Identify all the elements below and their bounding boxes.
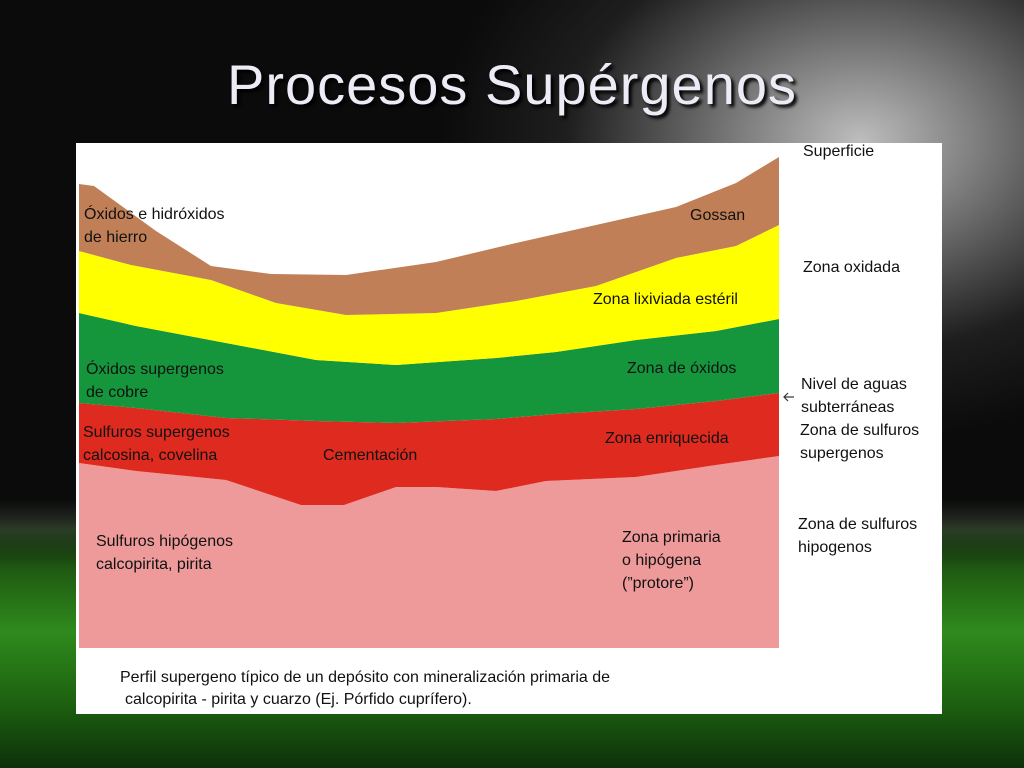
label-supergene-sulfide-zone-line2: supergenos bbox=[800, 445, 884, 462]
label-cementation: Cementación bbox=[323, 447, 418, 464]
label-primary-zone-line3: (”protore”) bbox=[622, 575, 695, 592]
label-oxidized-zone: Zona oxidada bbox=[803, 259, 900, 276]
label-primary-zone-line2: o hipógena bbox=[622, 552, 702, 569]
layer-oxides-zone bbox=[79, 313, 779, 423]
layer-gossan bbox=[79, 157, 779, 315]
supergene-profile-diagram bbox=[79, 157, 794, 648]
diagram-caption: Perfil supergeno típico de un depósito c… bbox=[120, 667, 610, 711]
label-enriched-zone: Zona enriquecida bbox=[605, 430, 729, 447]
label-supergene-sulfide-zone-line1: Zona de sulfuros bbox=[800, 422, 920, 439]
label-hypogene-sulfides: Sulfuros hipógenos calcopirita, pirita bbox=[96, 530, 233, 576]
slide-title: Procesos Supérgenos bbox=[226, 53, 797, 116]
label-hypogene-sulfide-zone: Zona de sulfuros hipogenos bbox=[798, 513, 917, 559]
label-supergene-sulfides: Sulfuros supergenos calcosina, covelina bbox=[83, 421, 230, 467]
label-gossan: Gossan bbox=[690, 207, 746, 224]
label-primary-zone: Zona primaria o hipógena (”protore”) bbox=[622, 526, 721, 595]
label-copper-oxides-line1: Óxidos supergenos bbox=[86, 361, 224, 378]
label-iron-oxides: Óxidos e hidróxidos de hierro bbox=[84, 203, 225, 249]
label-supergene-sulfides-line1: Sulfuros supergenos bbox=[83, 424, 230, 441]
label-supergene-sulfides-line2: calcosina, covelina bbox=[83, 447, 218, 464]
caption-line2: calcopirita - pirita y cuarzo (Ej. Pórfi… bbox=[125, 691, 472, 708]
layer-enriched-zone bbox=[79, 393, 779, 505]
diagram-panel: Óxidos e hidróxidos de hierro Gossan Zon… bbox=[76, 143, 942, 714]
groundwater-level-arrow bbox=[783, 392, 794, 402]
label-groundwater-line1: Nivel de aguas bbox=[801, 376, 907, 393]
label-oxides-zone: Zona de óxidos bbox=[627, 360, 737, 377]
label-groundwater-level: Nivel de aguas subterráneas bbox=[801, 373, 907, 419]
label-primary-zone-line1: Zona primaria bbox=[622, 529, 721, 546]
caption-line1: Perfil supergeno típico de un depósito c… bbox=[120, 669, 611, 686]
layer-leached-zone bbox=[79, 225, 779, 365]
label-copper-oxides: Óxidos supergenos de cobre bbox=[86, 358, 224, 404]
label-leached-zone: Zona lixiviada estéril bbox=[593, 291, 738, 308]
label-groundwater-line2: subterráneas bbox=[801, 399, 895, 416]
label-hypogene-sulfide-zone-line1: Zona de sulfuros bbox=[798, 516, 918, 533]
label-surface: Superficie bbox=[803, 143, 875, 160]
label-hypogene-sulfides-line1: Sulfuros hipógenos bbox=[96, 533, 233, 550]
label-supergene-sulfide-zone: Zona de sulfuros supergenos bbox=[800, 419, 919, 465]
layer-primary-zone bbox=[79, 456, 779, 648]
label-copper-oxides-line2: de cobre bbox=[86, 384, 149, 401]
label-hypogene-sulfide-zone-line2: hipogenos bbox=[798, 539, 872, 556]
label-hypogene-sulfides-line2: calcopirita, pirita bbox=[96, 556, 212, 573]
label-iron-oxides-line1: Óxidos e hidróxidos bbox=[84, 206, 225, 223]
label-iron-oxides-line2: de hierro bbox=[84, 229, 148, 246]
